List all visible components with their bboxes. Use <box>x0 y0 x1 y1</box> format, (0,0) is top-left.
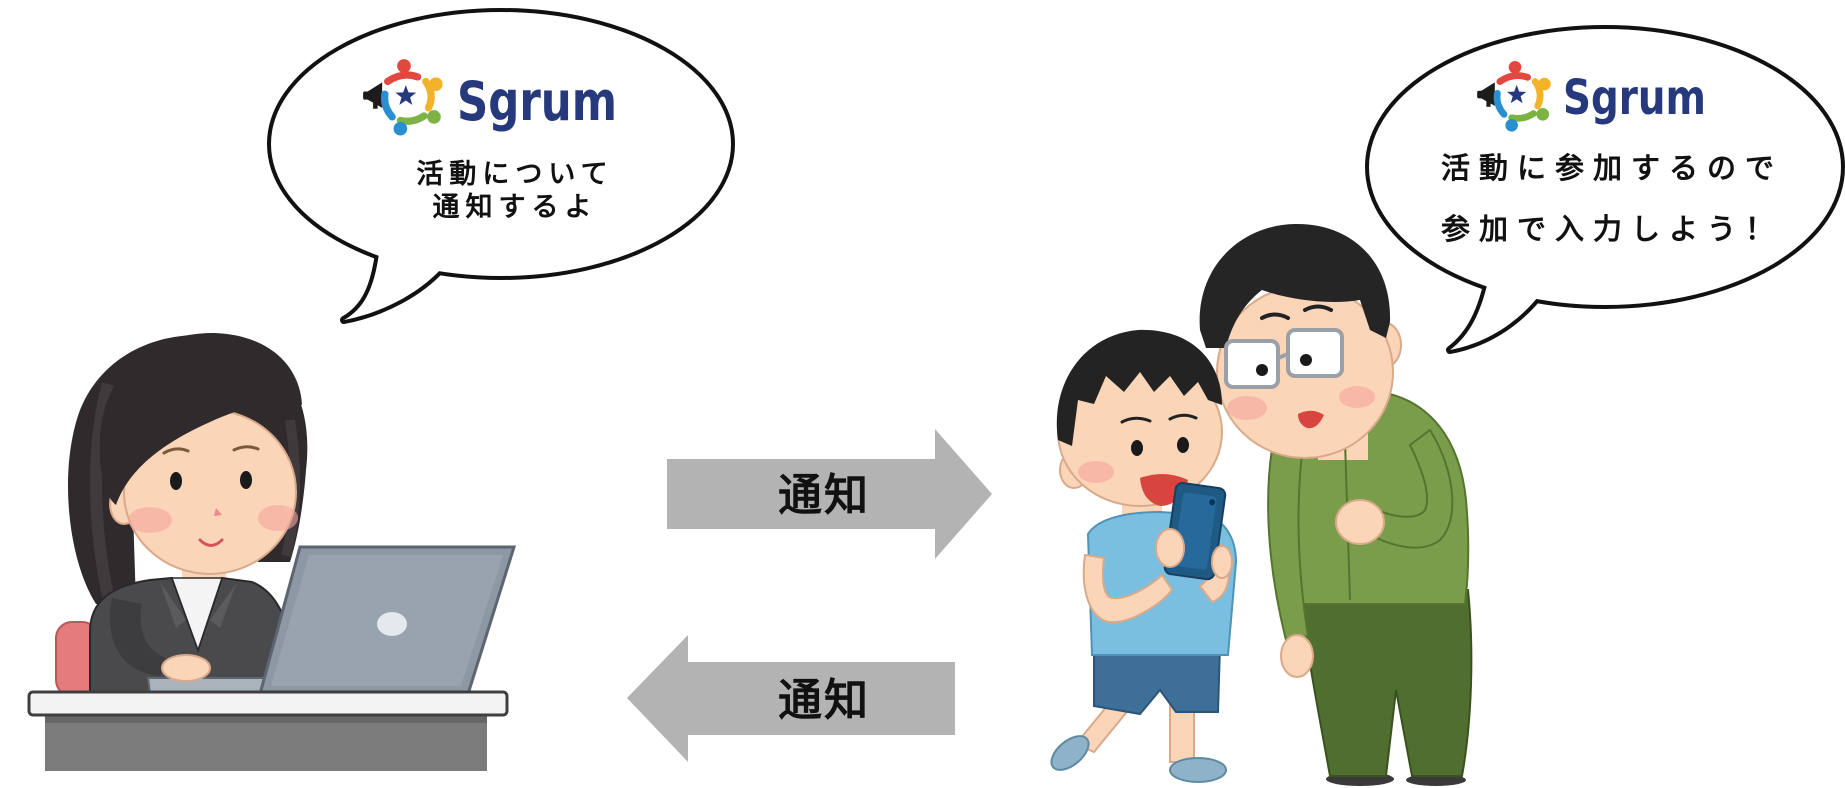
woman-mouth <box>198 538 224 547</box>
man-eye-left <box>1256 364 1268 376</box>
woman-sleeve <box>110 598 172 676</box>
left-bubble-line-1: 活動について <box>416 159 613 190</box>
man-pants <box>1298 589 1473 777</box>
woman-eye-left <box>170 472 182 490</box>
left-bubble-line-2: 通知するよ <box>433 192 598 223</box>
woman-shirt <box>170 577 224 653</box>
woman-eye-right <box>240 471 252 489</box>
boy-hand-left <box>1155 528 1185 568</box>
left-speech-bubble: Sgrum 活動について 通知するよ <box>267 8 735 324</box>
back-arrow-label: 通知 <box>778 675 870 726</box>
sgrum-logo-text: Sgrum <box>1563 70 1706 126</box>
laptop-lid <box>258 545 517 696</box>
man-hair <box>1199 223 1391 348</box>
desk <box>27 690 509 771</box>
arrow-left-icon <box>627 635 955 762</box>
boy-shoe-right <box>1169 757 1227 783</box>
man-with-glasses-illustration <box>1199 223 1473 786</box>
boy-eye-right <box>1177 437 1189 453</box>
boy-shorts <box>1093 644 1222 716</box>
right-speech-bubble: Sgrum 活動に参加するので 参加で入力しよう！ <box>1365 25 1845 354</box>
right-bubble-line-1: 活動に参加するので <box>1441 151 1783 185</box>
man-eye-right <box>1300 354 1312 366</box>
right-bubble-line-2: 参加で入力しよう！ <box>1441 212 1783 246</box>
boy-hand-right <box>1211 545 1233 579</box>
boy-with-smartphone-illustration <box>1050 329 1238 783</box>
boy-hair <box>1056 329 1222 446</box>
sgrum-logo-text: Sgrum <box>457 70 617 133</box>
forward-arrow-label: 通知 <box>778 470 870 521</box>
woman-at-laptop-illustration <box>27 332 517 771</box>
man-mouth <box>1298 410 1324 429</box>
woman-hand <box>161 654 211 682</box>
back-arrow: 通知 <box>627 635 955 762</box>
laptop-logo-icon <box>377 612 407 636</box>
boy-eye-left <box>1131 440 1143 456</box>
glasses-icon <box>1224 328 1344 389</box>
arrow-right-icon <box>667 429 992 559</box>
woman-bangs <box>99 332 302 505</box>
forward-arrow: 通知 <box>667 429 992 559</box>
boy-shoe-left <box>1050 735 1090 771</box>
man-fist <box>1335 499 1385 545</box>
man-hand <box>1280 634 1314 678</box>
